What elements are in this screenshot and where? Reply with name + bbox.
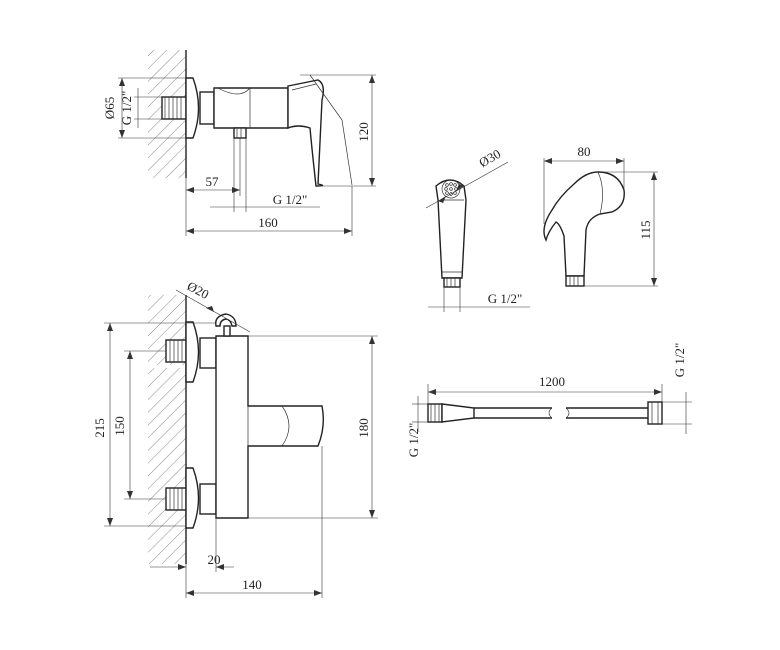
label-thread-hose-left: G 1/2" xyxy=(406,423,421,458)
wall-hatch-lower xyxy=(148,368,186,564)
label-thread-hose-right: G 1/2" xyxy=(672,343,687,378)
label-thread-handshower: G 1/2" xyxy=(488,291,523,306)
label-diameter-65: Ø65 xyxy=(102,97,117,119)
nozzle-holes-icon xyxy=(444,182,458,196)
handshower-side-body xyxy=(543,171,625,277)
dims-mixer-side xyxy=(118,74,376,236)
label-total-height-215: 215 xyxy=(92,418,107,438)
wall-connector-upper xyxy=(165,339,187,363)
label-hose-length-1200: 1200 xyxy=(539,374,565,389)
label-thread-in-top: G 1/2" xyxy=(119,91,134,126)
label-height-115: 115 xyxy=(638,220,653,239)
mixer-body-front xyxy=(215,335,325,519)
label-width-80: 80 xyxy=(578,144,591,159)
hose-cone xyxy=(441,403,475,423)
lever-handle-side xyxy=(287,79,325,187)
label-diameter-20: Ø20 xyxy=(185,278,212,302)
hose-view xyxy=(427,401,663,425)
label-thread-out-top: G 1/2" xyxy=(273,192,308,207)
wall-connector-top xyxy=(161,96,187,120)
label-body-height-180: 180 xyxy=(356,418,371,438)
label-spacing-150: 150 xyxy=(112,416,127,436)
label-diameter-30: Ø30 xyxy=(476,146,503,170)
hose-nut xyxy=(647,401,663,425)
wall-connector-lower xyxy=(165,487,187,511)
dims-handshower-side xyxy=(543,158,658,287)
handshower-front-view xyxy=(435,179,467,288)
handshower-side-view xyxy=(543,171,625,287)
label-depth-20: 20 xyxy=(208,552,221,567)
mixer-body-side xyxy=(213,87,289,129)
holder-hook xyxy=(215,313,237,327)
label-offset-57: 57 xyxy=(206,174,220,189)
escutcheon-top xyxy=(185,77,200,139)
mixer-front-view xyxy=(148,295,325,564)
handshower-front-body xyxy=(435,179,467,279)
label-width-140: 140 xyxy=(242,577,262,592)
label-length-160: 160 xyxy=(258,215,278,230)
dims-mixer-front xyxy=(104,289,378,598)
label-height-120: 120 xyxy=(356,122,371,142)
dims-hose xyxy=(412,384,692,434)
dims-handshower-front xyxy=(425,161,530,312)
mixer-side-view xyxy=(148,50,353,187)
